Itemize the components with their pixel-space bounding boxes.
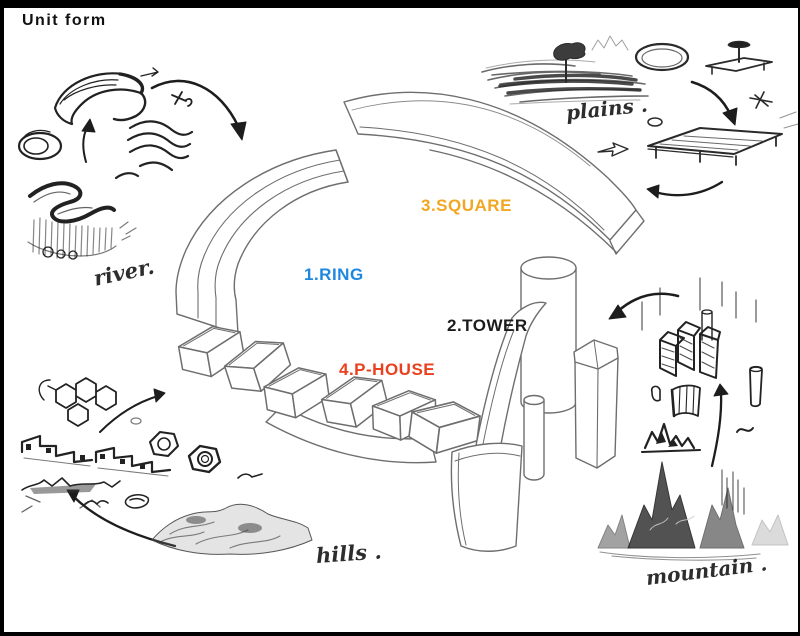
annotation-arrows [66, 79, 738, 548]
mountain-range [597, 461, 789, 561]
zigzag-glyph [641, 422, 701, 453]
squiggle-glyph [171, 91, 193, 107]
terraced-blocks-glyph [20, 434, 172, 477]
bird-glyph [83, 500, 109, 506]
mountain-sketch [597, 277, 789, 561]
label-square: 3.SQUARE [421, 196, 512, 215]
honeycomb-glyph [38, 377, 117, 427]
ring-band [175, 149, 349, 335]
label-tower: 2.TOWER [447, 316, 528, 335]
label-p-house: 4.P-HOUSE [339, 360, 436, 379]
arrow-river-to-ring [150, 79, 247, 141]
arrow-river-up [81, 118, 96, 163]
page-title: Unit form [22, 12, 107, 29]
hills-sketch [20, 377, 313, 555]
plains-sketch [481, 35, 799, 166]
arrow-buildings-to-tower [608, 292, 680, 320]
pebble-glyph [124, 494, 150, 509]
bird-glyph [237, 473, 263, 479]
central-diagram [175, 91, 645, 552]
curved-slab-glyph [650, 384, 701, 418]
asterisk-glyph [749, 91, 773, 109]
small-table-glyph [705, 40, 773, 75]
hex-nut-glyphs [149, 431, 222, 474]
flat-arrow-glyph [597, 142, 629, 157]
shaded-hills [151, 503, 313, 555]
cylinder-glyph [749, 365, 763, 408]
platform-glyph [647, 117, 783, 166]
river-sketch [17, 67, 194, 260]
building-cluster-glyph [659, 309, 721, 379]
tower-group [450, 256, 619, 552]
label-ring: 1.RING [304, 265, 364, 284]
arrow-mountain-up [710, 383, 729, 468]
ridge-lines [21, 477, 121, 513]
tiny-arrow-glyph [140, 67, 159, 77]
label-hills: hills . [315, 538, 383, 568]
ring-base-band [265, 405, 437, 464]
arrow-plains-down [690, 80, 738, 126]
arrow-hills-small [99, 388, 166, 433]
arrow-plains-left [646, 180, 724, 199]
ring-glyph [634, 42, 690, 72]
tilde-glyph [736, 427, 754, 433]
square-slab [343, 91, 645, 255]
